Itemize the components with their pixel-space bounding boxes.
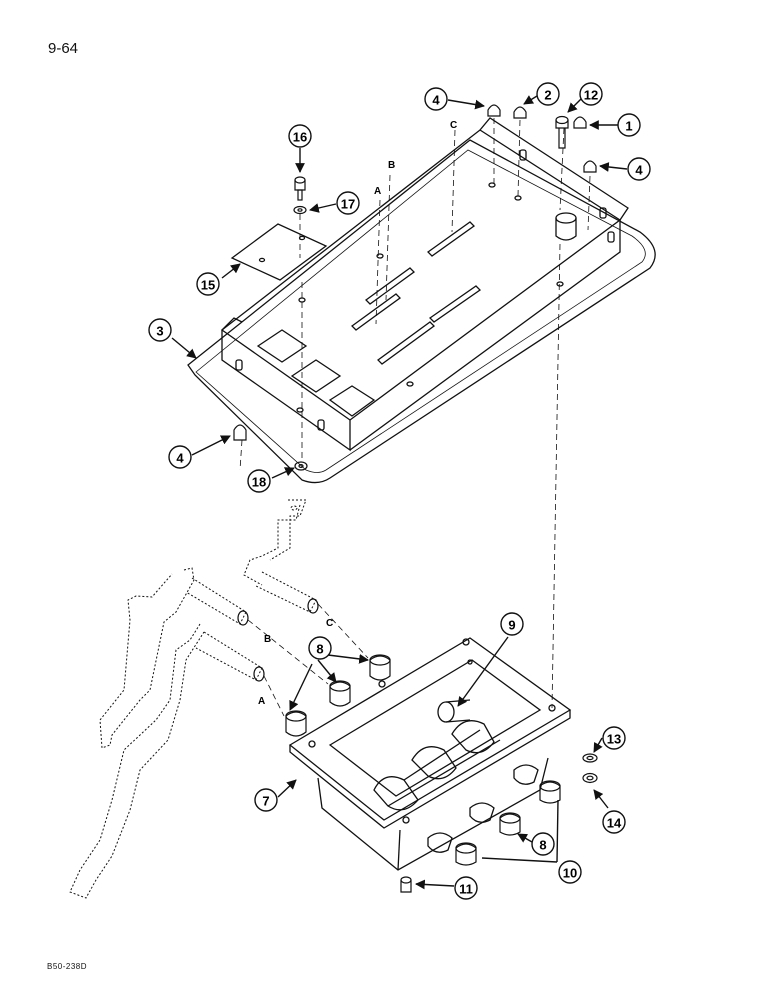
bushings — [285, 654, 598, 893]
svg-text:9: 9 — [508, 618, 515, 633]
figure-code: B50-238D — [47, 962, 88, 971]
small-cover-plate — [230, 223, 328, 281]
svg-text:8: 8 — [539, 838, 546, 853]
svg-text:12: 12 — [584, 88, 598, 103]
svg-text:4: 4 — [432, 93, 440, 108]
page-number: 9-64 — [48, 40, 79, 57]
svg-text:7: 7 — [262, 794, 269, 809]
svg-text:18: 18 — [252, 475, 266, 490]
callout-7: 7 — [254, 788, 278, 812]
callout-4-top: 4 — [424, 87, 448, 111]
callout-bubbles: 4 2 12 1 4 16 — [148, 82, 651, 900]
callout-1: 1 — [617, 113, 641, 137]
lever-pin-ends — [237, 598, 319, 682]
svg-text:4: 4 — [635, 163, 643, 178]
line-letter-c-top: C — [450, 120, 457, 131]
callout-9: 9 — [500, 612, 524, 636]
svg-text:13: 13 — [607, 732, 621, 747]
line-letter-c-bottom: C — [326, 618, 333, 629]
callout-14: 14 — [602, 810, 626, 834]
callout-10: 10 — [558, 860, 582, 884]
svg-text:4: 4 — [176, 451, 184, 466]
callouts — [171, 95, 628, 890]
line-letter-b-top: B — [388, 160, 395, 171]
callout-16: 16 — [288, 124, 312, 148]
callout-13: 13 — [602, 726, 626, 750]
line-letter-a-bottom: A — [258, 696, 265, 707]
shift-levers — [69, 499, 317, 899]
callout-3: 3 — [148, 318, 172, 342]
svg-text:3: 3 — [156, 324, 163, 339]
svg-text:17: 17 — [341, 197, 355, 212]
callout-8-bottom: 8 — [531, 832, 555, 856]
callout-15: 15 — [196, 272, 220, 296]
callout-17: 17 — [336, 191, 360, 215]
hole-plugs — [233, 104, 597, 471]
alignment-lines — [239, 118, 591, 717]
svg-text:2: 2 — [544, 88, 551, 103]
svg-text:1: 1 — [625, 119, 632, 134]
svg-text:14: 14 — [607, 816, 622, 831]
screw-and-washer — [293, 176, 307, 215]
svg-text:11: 11 — [459, 882, 473, 897]
line-letter-a-top: A — [374, 186, 381, 197]
callout-8-top: 8 — [308, 636, 332, 660]
callout-2: 2 — [536, 82, 560, 106]
svg-text:15: 15 — [201, 278, 215, 293]
lever-housing — [288, 637, 572, 871]
line-letter-b-bottom: B — [264, 634, 271, 645]
callout-18: 18 — [247, 469, 271, 493]
svg-text:8: 8 — [316, 642, 323, 657]
cover-plate — [187, 117, 656, 484]
svg-text:10: 10 — [563, 866, 577, 881]
callout-11: 11 — [454, 876, 478, 900]
svg-text:16: 16 — [293, 130, 307, 145]
callout-4-right: 4 — [627, 157, 651, 181]
callout-4-left: 4 — [168, 445, 192, 469]
callout-12: 12 — [579, 82, 603, 106]
